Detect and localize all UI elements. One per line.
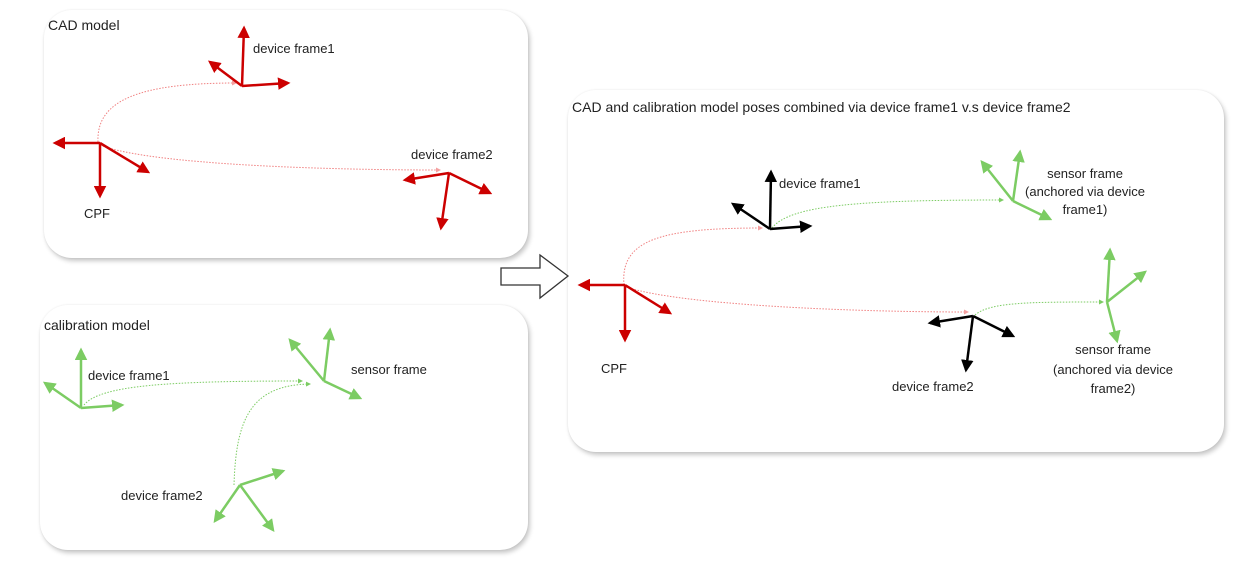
cad-device-frame2-label: device frame2 xyxy=(411,147,493,162)
cad-cpf-axes-icon xyxy=(52,136,151,199)
combined-device-frame2-label: device frame2 xyxy=(892,379,974,394)
combined-sensor-frame1-axes-icon xyxy=(980,149,1053,221)
combined-sensor-frame2-label: sensor frame (anchored via device frame2… xyxy=(1053,342,1173,396)
hollow-right-arrow-icon xyxy=(500,253,570,300)
cad-link-cpf-to-device-frame2 xyxy=(99,144,441,173)
cad-model-panel xyxy=(44,10,528,258)
combined-sensor-frame2-axes-icon xyxy=(1103,247,1147,344)
cal-link-device-frame1-to-sensor xyxy=(83,378,303,406)
cad-model-title: CAD model xyxy=(48,17,120,33)
cal-device-frame1-label: device frame1 xyxy=(88,368,170,383)
cal-sensor-frame-axes-icon xyxy=(288,327,363,400)
combined-device-frame1-label: device frame1 xyxy=(779,176,861,191)
svg-text:(anchored via device: (anchored via device xyxy=(1053,362,1173,377)
calibration-model-group: calibration model device frame1 sensor f… xyxy=(42,317,427,533)
combined-sensor-frame1-label: sensor frame (anchored via device frame1… xyxy=(1025,166,1145,217)
cad-link-cpf-to-device-frame1 xyxy=(97,80,237,143)
svg-text:sensor frame: sensor frame xyxy=(1075,342,1151,357)
calibration-model-panel xyxy=(40,305,528,550)
svg-text:(anchored via device: (anchored via device xyxy=(1025,184,1145,199)
cal-device-frame1-axes-icon xyxy=(42,347,125,412)
combined-group: CAD and calibration model poses combined… xyxy=(572,99,1173,396)
combined-cpf-label: CPF xyxy=(601,361,627,376)
cal-device-frame2-axes-icon xyxy=(213,468,286,533)
combined-link-device-frame1-to-sensor1 xyxy=(771,197,1004,229)
svg-text:frame2): frame2) xyxy=(1091,381,1136,396)
combined-link-cpf-to-device-frame1 xyxy=(623,225,763,286)
cal-link-device-frame2-to-sensor xyxy=(233,381,311,486)
cad-device-frame1-label: device frame1 xyxy=(253,41,335,56)
calibration-model-title: calibration model xyxy=(44,317,150,333)
cad-device-frame2-axes-icon xyxy=(402,171,493,231)
combined-panel xyxy=(568,90,1224,452)
cal-device-frame2-label: device frame2 xyxy=(121,488,203,503)
cad-device-frame1-axes-icon xyxy=(208,25,291,90)
combined-link-device-frame2-to-sensor2 xyxy=(974,299,1104,316)
cad-cpf-label: CPF xyxy=(84,206,110,221)
combined-device-frame2-axes-icon xyxy=(927,314,1016,373)
cad-model-group: CAD model device frame1 CPF device frame… xyxy=(48,17,493,231)
combined-cpf-axes-icon xyxy=(577,278,673,343)
svg-text:sensor frame: sensor frame xyxy=(1047,166,1123,181)
combined-title: CAD and calibration model poses combined… xyxy=(572,99,1071,115)
combined-link-cpf-to-device-frame2 xyxy=(625,286,969,315)
svg-text:frame1): frame1) xyxy=(1063,202,1108,217)
combined-device-frame1-axes-icon xyxy=(730,169,813,233)
cal-sensor-frame-label: sensor frame xyxy=(351,362,427,377)
